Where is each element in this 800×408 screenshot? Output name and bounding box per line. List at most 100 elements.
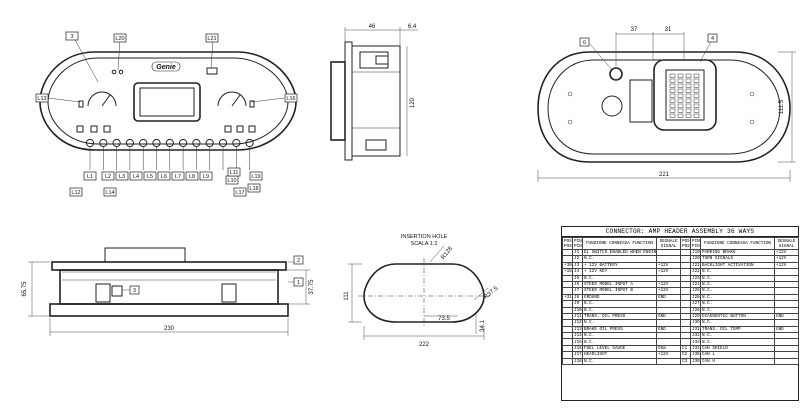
callout-text: L4	[133, 174, 139, 180]
callout-label: L3	[115, 171, 129, 181]
connector-pin	[669, 103, 676, 108]
connector-pin	[693, 88, 700, 93]
callout-label: 3	[65, 31, 79, 41]
connector-title: CONNECTOR: AMP HEADER ASSEMBLY 36 WAYS	[562, 227, 798, 237]
callout-text: L16	[286, 96, 295, 102]
indicator-lamp-icon	[192, 138, 201, 148]
rear-dim-a: 37	[631, 27, 638, 33]
callout-label: L19	[249, 171, 263, 181]
indicator-lamp-icon	[125, 138, 134, 148]
callout-text: L18	[249, 186, 258, 192]
indicator-lamp-icon	[99, 138, 108, 148]
indicator-lamp-icon	[165, 138, 174, 148]
rear-callouts: 64	[579, 33, 718, 47]
insertion-hole-title: INSERTION HOLE	[401, 234, 448, 240]
brand-logo: Genie	[156, 64, 176, 71]
connector-pins	[669, 73, 700, 118]
indicator-lamp-icon	[218, 138, 228, 148]
bottom-dim-h2: 37.75	[309, 279, 315, 295]
callout-text: L6	[161, 174, 167, 180]
callout-text: L8	[189, 174, 195, 180]
cell-signal	[774, 319, 799, 327]
connector-pin	[677, 113, 684, 118]
col-pin: PIN PIN	[690, 237, 701, 250]
cell-signal: +12V	[774, 261, 799, 270]
callout-text: 4	[711, 36, 714, 42]
callout-label: L20	[113, 33, 127, 43]
cell-pin: J35	[690, 351, 701, 359]
connector-pin	[685, 73, 692, 78]
callout-label: 4	[707, 33, 718, 43]
cell-pin: J20	[690, 255, 701, 263]
cell-signal: GND	[774, 312, 799, 321]
bottom-view: 65.75 37.75 230 213	[22, 247, 315, 336]
callout-label: L13	[35, 93, 49, 103]
cell-pos: C3	[680, 357, 691, 366]
callout-label: L4	[129, 171, 143, 181]
side-dim-depth: 46	[369, 24, 376, 30]
callout-label: L9	[199, 171, 213, 181]
callout-text: L7	[175, 174, 181, 180]
thermometer-icon	[249, 100, 255, 108]
side-view: 46 6.4 120	[330, 24, 418, 161]
callout-text: L5	[147, 174, 153, 180]
cell-pin: J24	[690, 280, 701, 289]
connector-pin	[685, 93, 692, 98]
cell-signal	[774, 351, 799, 359]
warning-lamp-icon	[76, 125, 84, 133]
callout-text: 3	[70, 34, 73, 40]
rear-dim-height: 111.5	[779, 99, 785, 114]
cell-pin: J32	[690, 332, 701, 340]
connector-table-right: POS. POS. PIN PIN FUNZIONE CONNESSA FUNC…	[680, 237, 799, 366]
hole-dim-r2: R37.5	[483, 285, 500, 300]
side-dim-bezel: 6.4	[408, 24, 417, 30]
cell-signal: GND	[774, 325, 799, 334]
callout-label: 1	[293, 277, 304, 287]
hole-dim-x: 73.5	[438, 316, 450, 322]
cell-pin: J25	[690, 287, 701, 295]
cell-signal	[774, 287, 799, 295]
callout-text: L2	[105, 174, 111, 180]
insertion-hole-scale: SCALA 1:2	[411, 241, 438, 247]
callout-text: L13	[37, 96, 46, 102]
cell-pin: J11	[572, 312, 583, 321]
connector-pin	[693, 73, 700, 78]
callout-text: L20	[115, 36, 124, 42]
warning-lamp-icon	[224, 125, 232, 133]
cell-signal	[656, 357, 681, 366]
callout-label: L6	[157, 171, 171, 181]
warning-lamp-icon	[103, 125, 111, 133]
indicator-lamp-icon	[245, 138, 254, 148]
hole-dim-y: 34.1	[480, 320, 486, 332]
callout-label: L12	[69, 187, 83, 197]
connector-pin	[693, 103, 700, 108]
callout-label: 3	[129, 285, 140, 295]
cell-pos: +30	[562, 261, 573, 270]
callout-label: L5	[143, 171, 157, 181]
indicator-lamp-icon	[85, 138, 95, 148]
callout-text: L17	[235, 190, 244, 196]
callout-text: 6	[583, 40, 586, 46]
callout-text: L14	[105, 190, 114, 196]
fuel-pump-icon	[78, 100, 84, 108]
rear-dim-width: 221	[659, 172, 670, 178]
hole-dim-width: 222	[419, 342, 430, 348]
rear-dim-b: 31	[665, 27, 672, 33]
